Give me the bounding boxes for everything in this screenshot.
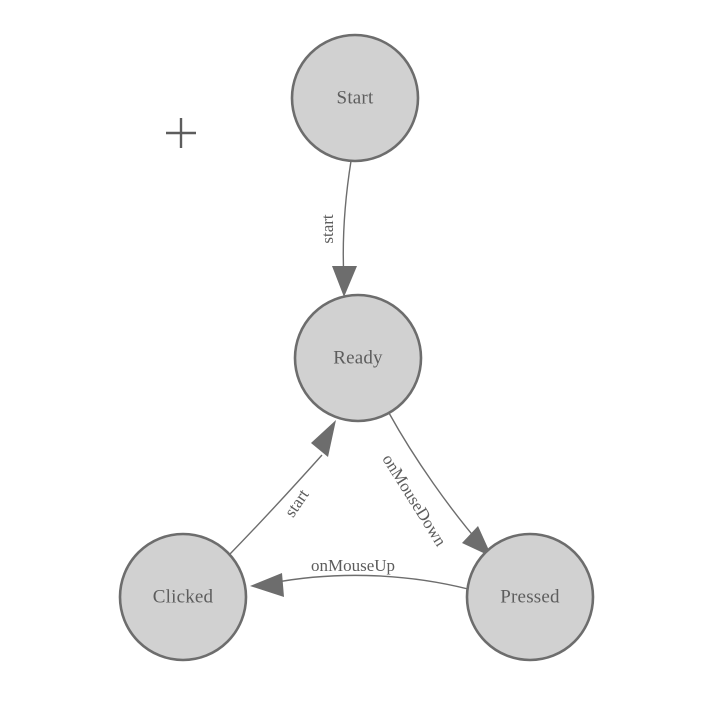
edge-label-start-to-ready: start [318, 214, 337, 244]
node-circle-start[interactable] [290, 33, 420, 163]
edge-ready-to-pressed[interactable]: onMouseDown [379, 412, 492, 557]
edge-path-start-to-ready [342, 160, 352, 282]
node-label-pressed: Pressed [500, 586, 560, 607]
node-start[interactable]: Start [290, 33, 420, 163]
arrow-head-pressed-to-clicked [250, 573, 284, 597]
arrow-head-start-to-ready [332, 266, 357, 297]
node-ready[interactable]: Ready [293, 293, 423, 423]
node-label-ready: Ready [333, 347, 383, 368]
edge-label-ready-to-pressed: onMouseDown [379, 451, 451, 550]
edge-path-clicked-to-ready [229, 454, 323, 555]
node-clicked[interactable]: Clicked [118, 532, 248, 662]
arrow-head-ready-to-pressed [462, 526, 492, 557]
node-pressed[interactable]: Pressed [465, 532, 595, 662]
edge-path-pressed-to-clicked [271, 574, 469, 590]
node-label-clicked: Clicked [153, 586, 214, 607]
edge-clicked-to-ready[interactable]: start [229, 420, 336, 555]
edge-path-ready-to-pressed [388, 412, 482, 546]
plus-marker-icon[interactable] [166, 118, 196, 148]
node-circle-pressed[interactable] [465, 532, 595, 662]
edge-pressed-to-clicked[interactable]: onMouseUp [250, 556, 469, 597]
arrow-head-clicked-to-ready [311, 420, 336, 457]
node-circle-clicked[interactable] [118, 532, 248, 662]
edge-start-to-ready[interactable]: start [318, 160, 357, 297]
edge-label-pressed-to-clicked: onMouseUp [311, 556, 395, 575]
node-label-start: Start [337, 87, 374, 108]
edge-label-clicked-to-ready: start [281, 485, 313, 520]
node-circle-ready[interactable] [293, 293, 423, 423]
